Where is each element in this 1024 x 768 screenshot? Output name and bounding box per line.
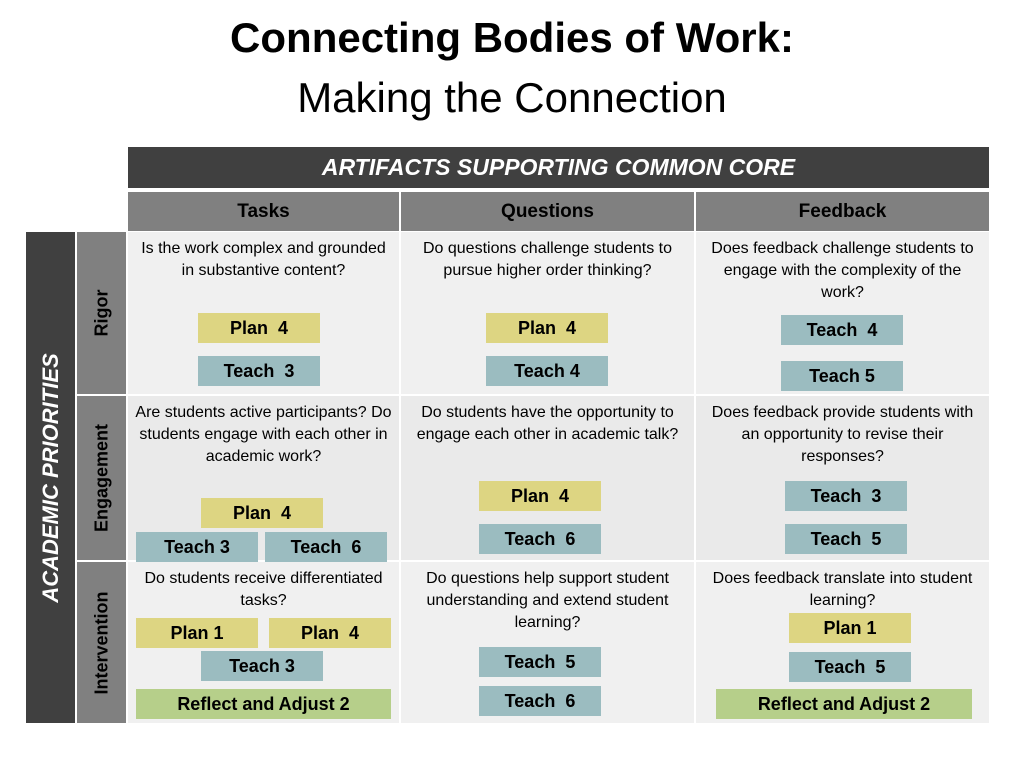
cell-engagement-tasks: Are students active participants? Do stu…	[128, 396, 399, 562]
column-header-questions: Questions	[401, 192, 694, 231]
teach-tag: Teach 5	[781, 361, 903, 391]
teach-tag: Teach 4	[781, 315, 903, 345]
cell-rigor-feedback: Does feedback challenge students to enga…	[696, 232, 989, 394]
plan-tag: Plan 1	[136, 618, 258, 648]
row-header-label: Intervention	[91, 590, 111, 695]
cell-question: Is the work complex and grounded in subs…	[141, 240, 386, 279]
teach-tag: Teach 5	[789, 652, 911, 682]
cell-question: Do questions challenge students to pursu…	[422, 240, 673, 279]
cell-question: Do questions help support student unders…	[426, 570, 669, 631]
teach-tag: Teach 3	[136, 532, 258, 562]
cell-engagement-questions: Do students have the opportunity to enga…	[401, 396, 694, 560]
page-subtitle: Making the Connection	[297, 74, 727, 121]
plan-tag: Plan 1	[789, 613, 911, 643]
column-header-feedback: Feedback	[696, 192, 989, 231]
cell-intervention-questions: Do questions help support student unders…	[401, 562, 694, 723]
plan-tag: Plan 4	[198, 313, 320, 343]
teach-tag: Teach 6	[479, 524, 601, 554]
plan-tag: Plan 4	[486, 313, 608, 343]
teach-tag: Teach 4	[486, 356, 608, 386]
teach-tag: Teach 3	[201, 651, 323, 681]
teach-tag: Teach 5	[785, 524, 907, 554]
cell-question: Does feedback provide students with an o…	[711, 404, 974, 465]
cell-engagement-feedback: Does feedback provide students with an o…	[696, 396, 989, 560]
teach-tag: Teach 6	[479, 686, 601, 716]
plan-tag: Plan 4	[201, 498, 323, 528]
cell-question: Does feedback challenge students to enga…	[711, 240, 974, 301]
cell-question: Does feedback translate into student lea…	[712, 570, 973, 609]
row-header-rigor: Rigor	[77, 232, 126, 394]
column-header-tasks: Tasks	[128, 192, 399, 231]
cell-question: Are students active participants? Do stu…	[135, 404, 392, 465]
row-header-intervention: Intervention	[77, 562, 126, 723]
row-header-engagement: Engagement	[77, 396, 126, 560]
reflect-tag: Reflect and Adjust 2	[716, 689, 972, 719]
cell-question: Do students have the opportunity to enga…	[416, 404, 679, 443]
plan-tag: Plan 4	[269, 618, 391, 648]
side-label-academic-priorities: ACADEMIC PRIORITIES	[26, 232, 75, 723]
plan-tag: Plan 4	[479, 481, 601, 511]
row-header-label: Engagement	[91, 423, 111, 533]
teach-tag: Teach 5	[479, 647, 601, 677]
cell-rigor-tasks: Is the work complex and grounded in subs…	[128, 232, 399, 394]
cell-intervention-feedback: Does feedback translate into student lea…	[696, 562, 989, 723]
cell-question: Do students receive differentiated tasks…	[144, 570, 383, 609]
reflect-tag: Reflect and Adjust 2	[136, 689, 391, 719]
cell-rigor-questions: Do questions challenge students to pursu…	[401, 232, 694, 394]
side-label-text: ACADEMIC PRIORITIES	[37, 352, 63, 603]
teach-tag: Teach 3	[198, 356, 320, 386]
cell-intervention-tasks: Do students receive differentiated tasks…	[128, 562, 399, 723]
table-banner: ARTIFACTS SUPPORTING COMMON CORE	[128, 147, 989, 188]
row-header-label: Rigor	[91, 289, 111, 337]
teach-tag: Teach 3	[785, 481, 907, 511]
teach-tag: Teach 6	[265, 532, 387, 562]
page-title: Connecting Bodies of Work:	[230, 14, 794, 61]
